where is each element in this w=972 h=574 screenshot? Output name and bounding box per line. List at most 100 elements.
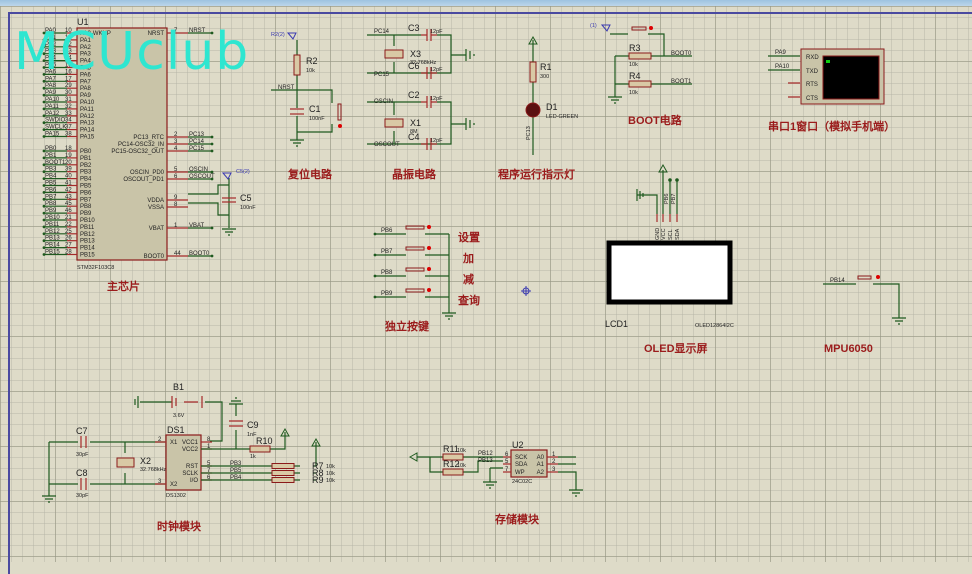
- r1-resistor[interactable]: [529, 61, 537, 83]
- d1-value: LED-GREEN: [546, 114, 578, 120]
- pullup-resistor[interactable]: [271, 470, 295, 476]
- c8-ref: C8: [76, 468, 88, 478]
- u1-ref: U1: [77, 17, 89, 27]
- key-button[interactable]: [405, 288, 425, 293]
- crystal-cap[interactable]: [421, 29, 437, 41]
- junction: [42, 246, 46, 250]
- u1-pin-net: OSCOUT: [189, 174, 215, 180]
- junction: [373, 253, 377, 257]
- b1-battery[interactable]: [171, 396, 203, 408]
- clock-net: PB5: [230, 468, 242, 474]
- pullup-resistor[interactable]: [271, 477, 295, 483]
- r4-resistor[interactable]: [628, 80, 652, 88]
- c5-probe[interactable]: C5(2): [236, 169, 250, 175]
- junction: [42, 177, 46, 181]
- pullup-resistor[interactable]: [271, 463, 295, 469]
- net-pa10: PA10: [775, 64, 790, 70]
- u1-pin-number: 21: [65, 215, 72, 221]
- u1-pin-number: 7: [174, 28, 178, 34]
- x2-value: 32.768kHz: [140, 467, 167, 473]
- u1-pin-number: 17: [65, 76, 72, 82]
- r12-resistor[interactable]: [442, 468, 464, 476]
- r3-resistor[interactable]: [628, 52, 652, 60]
- crystal-cap[interactable]: [421, 96, 437, 108]
- key-net: PB6: [381, 228, 393, 234]
- u1-pin-name: PC13_RTC: [133, 135, 164, 141]
- u1-pin-number: 12: [65, 42, 72, 48]
- u1-pin-number: 34: [65, 118, 72, 124]
- r2-probe[interactable]: R2(2): [271, 32, 285, 38]
- crystal-cap[interactable]: [421, 67, 437, 79]
- b1-ref: B1: [173, 382, 184, 392]
- x2-crystal[interactable]: [116, 457, 135, 468]
- oled-screen[interactable]: [606, 240, 733, 305]
- ds1-pin-number: 1: [207, 444, 211, 450]
- window-title-bar: [0, 0, 972, 6]
- junction: [42, 163, 46, 167]
- pullup-ref: R8: [312, 468, 324, 478]
- oled-pin-name: SCL: [668, 229, 674, 240]
- r2-resistor[interactable]: [293, 54, 301, 76]
- key-label: 查询: [458, 293, 480, 307]
- probe-icon[interactable]: [221, 172, 232, 180]
- pin-txd: TXD: [806, 69, 819, 75]
- u1-pin-net: SWDIO: [45, 118, 66, 124]
- clock-wire: [42, 441, 165, 503]
- d1-led[interactable]: [525, 102, 541, 118]
- boot-wire: [610, 33, 692, 97]
- u1-pin-name: PA0-WKUP: [80, 31, 111, 37]
- u1-pin-number: 3: [174, 139, 178, 145]
- x3-ref: X3: [410, 49, 421, 59]
- boot-circuit[interactable]: (1) R3 10k R4 10k BOOT0 BOOT1 BOOT电路: [590, 23, 692, 127]
- reset-button[interactable]: [337, 103, 342, 121]
- boot-button[interactable]: [631, 26, 647, 31]
- uart-terminal[interactable]: PA9 PA10 RXD TXD RTS CTS 串口1窗口（模拟手机端）: [768, 48, 895, 133]
- u1-pin-number: 9: [174, 195, 178, 201]
- section-reset: 复位电路: [287, 167, 333, 181]
- clock-module[interactable]: B1 3.6V C7 30pF C8 30pF X2 32.768kHz DS1…: [42, 382, 335, 533]
- mpu-button[interactable]: [857, 275, 872, 280]
- x1-crystal[interactable]: [384, 118, 404, 128]
- probe-icon[interactable]: [600, 24, 611, 32]
- terminal-screen[interactable]: [822, 55, 880, 100]
- boot-probe[interactable]: (1): [590, 23, 597, 29]
- r3-ref: R3: [629, 43, 641, 53]
- u2-pin-name: A1: [537, 462, 545, 468]
- junction: [42, 170, 46, 174]
- u2-ref: U2: [512, 440, 524, 450]
- probe-icon[interactable]: [286, 32, 297, 40]
- key-button[interactable]: [405, 225, 425, 230]
- x3-value: 32.768kHz: [410, 60, 437, 66]
- crystal-cap[interactable]: [421, 138, 437, 150]
- u1-pin-number: 26: [65, 236, 72, 242]
- key-button[interactable]: [405, 246, 425, 251]
- u1-pin-net: PA3: [45, 49, 57, 55]
- u1-pin-name: PB13: [80, 239, 95, 245]
- u1-pin-name: PC15-OSC32_OUT: [111, 149, 164, 155]
- pin-rts: RTS: [806, 82, 818, 88]
- u1-pin-net: PA10: [45, 97, 60, 103]
- junction: [42, 197, 46, 201]
- reset-circuit[interactable]: R2(2) R2 10k NRST C1 100nF 复位电路: [271, 32, 342, 181]
- u1-pin-number: 46: [65, 208, 72, 214]
- u1-pin-net: PC13: [189, 132, 205, 138]
- u1-pin-net: PB9: [45, 208, 57, 214]
- u1-body[interactable]: [76, 27, 168, 261]
- u1-pin-net: PA1: [45, 35, 57, 41]
- mpu-circuit[interactable]: PB14 MPU6050: [823, 275, 906, 355]
- u1-pin-net: PA7: [45, 76, 57, 82]
- key-button[interactable]: [405, 267, 425, 272]
- x3-crystal[interactable]: [384, 49, 404, 59]
- u2-pin-number: 5: [505, 459, 509, 465]
- crystal-circuit[interactable]: PC14 PC15 OSCIN OSCOUT X3 32.768kHz X1 8…: [367, 23, 475, 181]
- c9-plates: [229, 420, 243, 427]
- r11-resistor[interactable]: [442, 453, 464, 461]
- r10-resistor[interactable]: [249, 445, 271, 453]
- ds1-chip[interactable]: [165, 434, 202, 491]
- indicator-circuit[interactable]: R1 300 D1 LED-GREEN PC13 程序运行指示灯: [498, 35, 578, 181]
